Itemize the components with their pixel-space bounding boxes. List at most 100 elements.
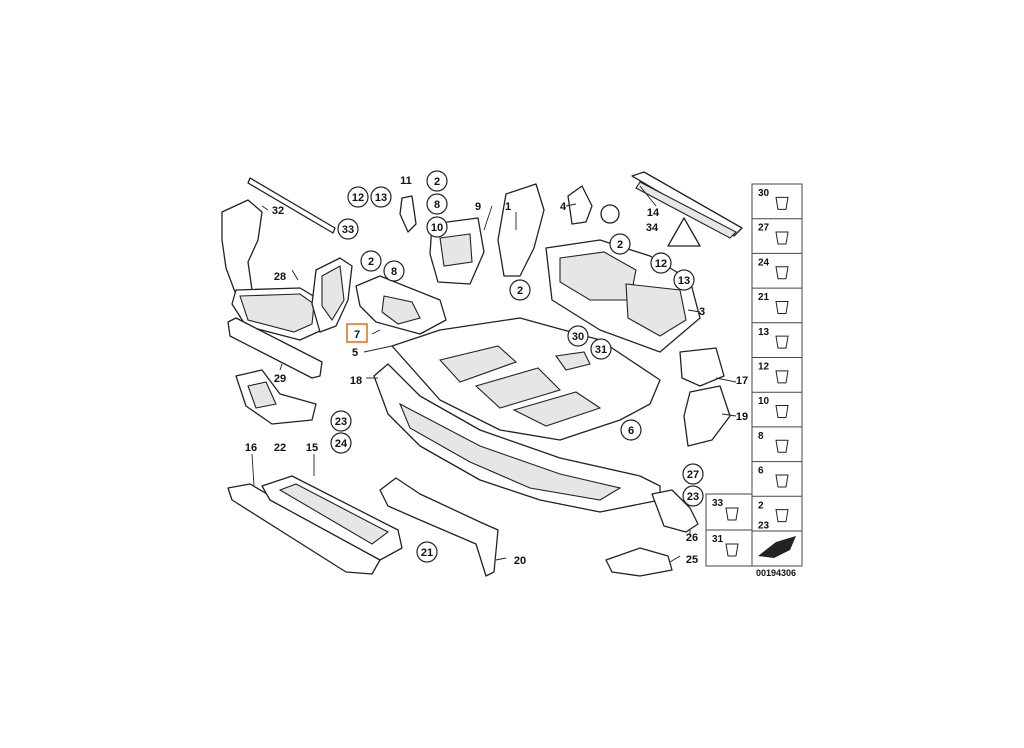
direction-arrow-icon: [758, 536, 796, 558]
fastener-icon: [775, 405, 789, 419]
callout-c12b: 12: [650, 252, 672, 274]
legend-label: 12: [758, 362, 770, 373]
legend-label: 21: [758, 292, 770, 303]
callout-c30: 30: [567, 325, 589, 347]
callout-text: 2: [517, 285, 523, 297]
callout-text: 8: [391, 266, 397, 278]
callout-text: 2: [434, 176, 440, 188]
callout-text: 2: [617, 239, 623, 251]
legend-cell-right-9: 2: [752, 500, 802, 532]
callout-circle: [609, 233, 631, 255]
leader-lines: [251, 185, 737, 563]
fastener-icon: [775, 439, 789, 453]
drawing-number: 00194306: [756, 568, 796, 578]
fastener-icon: [775, 231, 789, 245]
callout-text: 32: [272, 205, 284, 217]
callout-text: 21: [421, 547, 433, 559]
legend-label: 24: [758, 257, 770, 268]
callout-circle: [673, 269, 695, 291]
legend-label-secondary: 23: [758, 520, 770, 531]
callout-c6: 6: [620, 419, 642, 441]
callout-circle: [416, 541, 438, 563]
callout-text: 27: [687, 469, 699, 481]
callout-c8b: 8: [383, 260, 405, 282]
callout-circle: [330, 410, 352, 432]
part-bracket-19: [683, 385, 731, 447]
legend-cell-right-6: 10: [752, 396, 802, 428]
legend-label: 8: [758, 431, 764, 442]
part-panel-7: [355, 275, 447, 335]
callout-text: 6: [628, 425, 634, 437]
callout-c32: 32: [272, 205, 284, 217]
callout-c23a: 23: [330, 410, 352, 432]
callout-circle: [590, 338, 612, 360]
callout-c2c: 2: [509, 279, 531, 301]
callout-circle: [370, 186, 392, 208]
callout-c13b: 13: [673, 269, 695, 291]
callout-text: 33: [342, 224, 354, 236]
callout-c14: 14: [647, 207, 660, 219]
callout-text: 26: [686, 532, 698, 544]
callout-c29: 29: [274, 373, 286, 385]
callout-c8a: 8: [426, 193, 448, 215]
fastener-icon: [775, 196, 789, 210]
callout-text: 19: [736, 411, 748, 423]
callout-c24a: 24: [330, 432, 352, 454]
callout-text: 13: [678, 275, 690, 287]
legend-cell-right-8: 6: [752, 466, 802, 497]
part-bracket-17: [679, 347, 725, 387]
callout-circle: [337, 218, 359, 240]
callout-text: 14: [647, 207, 660, 219]
callout-text: 5: [352, 347, 358, 359]
callout-circle: [620, 419, 642, 441]
callout-c28: 28: [274, 271, 286, 283]
legend-label: 13: [758, 327, 770, 338]
callout-text: 9: [475, 201, 481, 213]
part-warning-label-34: [667, 217, 701, 247]
fastener-icon: [725, 507, 739, 521]
callout-text: 28: [274, 271, 286, 283]
callout-c27a: 27: [682, 463, 704, 485]
callout-text: 22: [274, 442, 286, 454]
legend-label: 2: [758, 500, 764, 511]
fastener-icon: [775, 370, 789, 384]
callout-text: 11: [400, 175, 412, 187]
part-bracket-1: [497, 183, 545, 277]
part-bracket-26: [651, 489, 699, 533]
part-deflector-23-24: [235, 369, 317, 425]
callout-text: 17: [736, 375, 748, 387]
callout-c34: 34: [646, 222, 659, 234]
callout-text: 3: [699, 306, 705, 318]
callout-c4: 4: [560, 201, 567, 213]
legend-cell-left-1: 31: [706, 534, 752, 567]
part-clip-25: [605, 547, 673, 577]
callout-text: 31: [595, 344, 607, 356]
callout-c5: 5: [352, 347, 358, 359]
callout-c23b: 23: [682, 485, 704, 507]
legend-label: 10: [758, 396, 770, 407]
callout-text: 12: [352, 192, 364, 204]
callout-c15: 15: [306, 442, 318, 454]
legend-cell-right-3: 21: [752, 292, 802, 324]
callout-circle: [682, 463, 704, 485]
callout-text: 1: [505, 201, 511, 213]
part-left-air-duct-28: [221, 199, 353, 341]
callout-text: 25: [686, 554, 698, 566]
callout-text: 12: [655, 258, 667, 270]
callout-text: 13: [375, 192, 387, 204]
callout-c21: 21: [416, 541, 438, 563]
part-rail-14: [631, 171, 743, 239]
legend-label: 31: [712, 534, 724, 545]
legend-label: 33: [712, 498, 724, 509]
fastener-icon: [775, 300, 789, 314]
callout-c3: 3: [699, 306, 705, 318]
callout-circle: [347, 186, 369, 208]
callout-text: 18: [350, 375, 362, 387]
callout-text: 16: [245, 442, 257, 454]
callout-text: 34: [646, 222, 659, 234]
callout-c12a: 12: [347, 186, 369, 208]
callout-c18: 18: [350, 375, 362, 387]
callout-text: 20: [514, 555, 526, 567]
